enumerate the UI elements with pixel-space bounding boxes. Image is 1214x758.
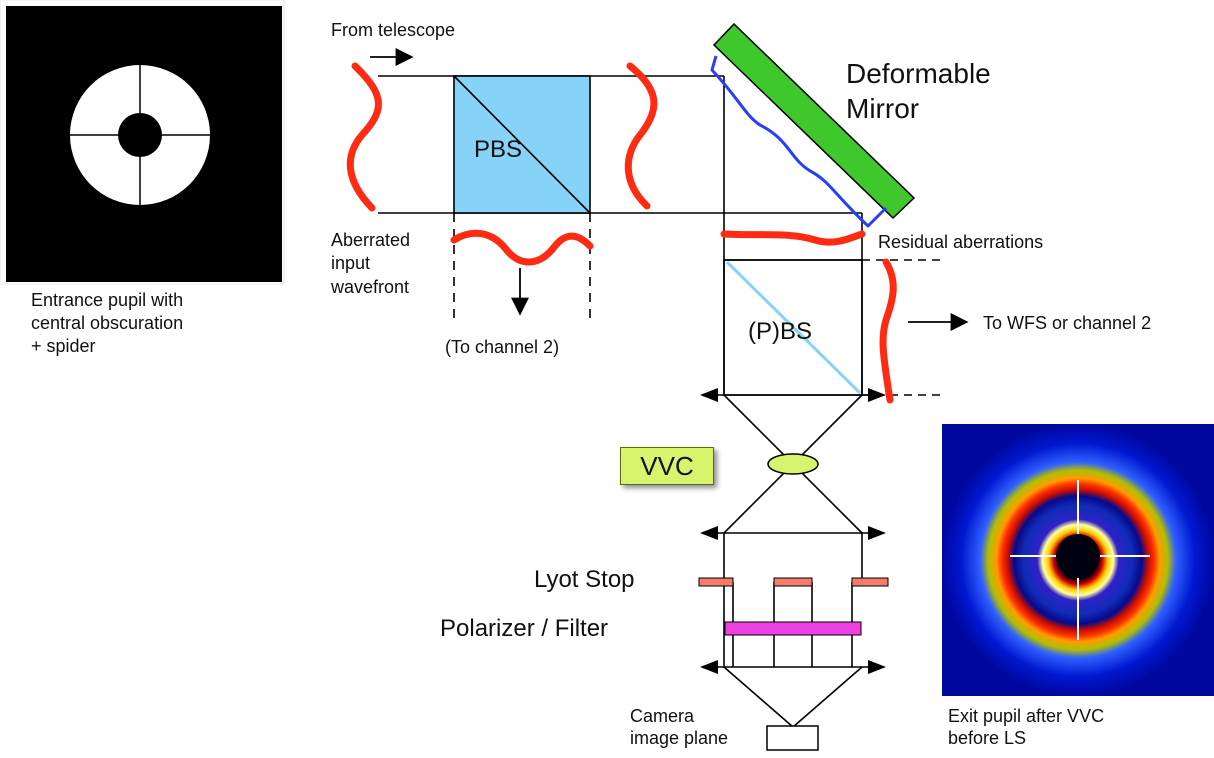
entrance-pupil-image (0, 0, 285, 285)
pbs-cube (453, 75, 591, 214)
label-aberrated-3: wavefront (331, 277, 410, 297)
polarizer-filter (724, 621, 862, 636)
label-aberrated-1: Aberrated (331, 230, 411, 250)
label-lyot-stop: Lyot Stop (534, 566, 635, 593)
lens-3 (700, 660, 886, 674)
label-polarizer-filter: Polarizer / Filter (440, 615, 609, 642)
label-from-telescope: From telescope (331, 20, 456, 40)
label-pbs: PBS (474, 136, 523, 163)
label-exit-2: before LS (948, 728, 1027, 748)
label-aberrated-2: input (331, 253, 371, 273)
label-deformable-mirror-1: Deformable (846, 58, 991, 89)
vvc-label-box: VVC (620, 447, 714, 485)
deformable-mirror (710, 22, 916, 228)
label-camera-2: image plane (630, 728, 729, 748)
wavefronts (346, 62, 897, 404)
label-exit-1: Exit pupil after VVC (948, 706, 1105, 726)
label-residual-aberrations: Residual aberrations (878, 232, 1044, 252)
exit-pupil-image (942, 424, 1214, 696)
camera-box (766, 725, 819, 751)
vvc-element (767, 453, 819, 475)
label-pbs2: (P)BS (748, 318, 813, 345)
label-entrance-2: central obscuration (31, 313, 184, 333)
lyot-stop (698, 577, 889, 587)
lens-2 (700, 526, 886, 540)
label-camera-1: Camera (630, 706, 695, 726)
label-entrance-1: Entrance pupil with (31, 290, 184, 310)
label-entrance-3: + spider (31, 336, 96, 356)
arrows (370, 48, 969, 331)
pbs2-cube (723, 259, 863, 396)
label-to-channel2: (To channel 2) (445, 337, 560, 357)
label-deformable-mirror-2: Mirror (846, 93, 920, 124)
label-to-wfs: To WFS or channel 2 (983, 313, 1152, 333)
